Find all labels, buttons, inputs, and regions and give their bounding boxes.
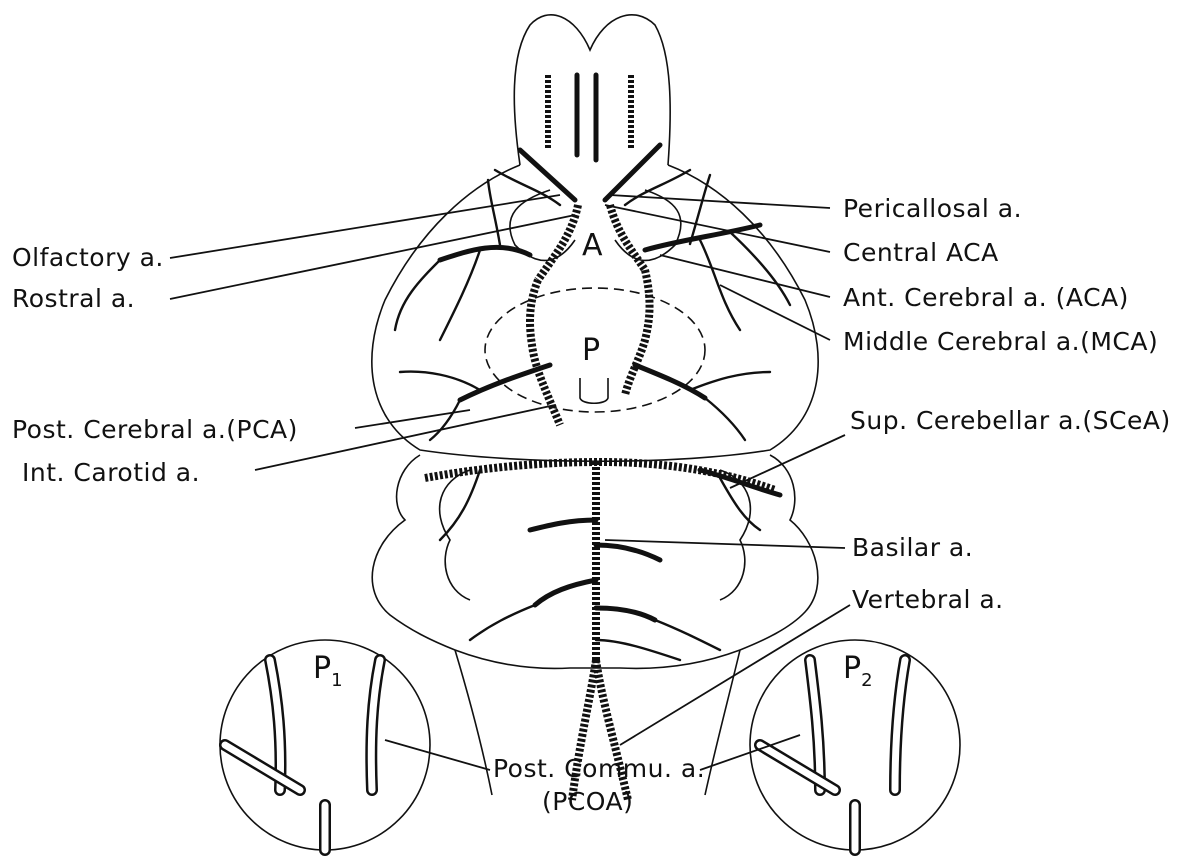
pca-left-b2 <box>430 400 460 440</box>
inset-p2-label: P2 <box>843 651 873 691</box>
leader-pericallosal <box>610 195 830 208</box>
label-ant-cerebral: Ant. Cerebral a. (ACA) <box>843 283 1129 312</box>
mca-right-b3 <box>690 175 710 244</box>
pca-right <box>635 365 705 398</box>
label-sup-cerebellar: Sup. Cerebellar a.(SCeA) <box>850 406 1171 435</box>
mca-left-main <box>440 247 530 260</box>
cerebellar-b5 <box>596 640 680 660</box>
inset-p1: P1 <box>220 640 430 850</box>
label-olfactory: Olfactory a. <box>12 243 164 272</box>
leader-post-commu-left <box>385 740 490 770</box>
region-a-label: A <box>582 228 603 263</box>
label-middle-cerebral: Middle Cerebral a.(MCA) <box>843 327 1158 356</box>
olfactory-bulb-outline <box>514 15 670 165</box>
brainstem-line-right <box>705 650 740 795</box>
cerebellar-b1 <box>530 520 596 530</box>
cerebellar-b4 <box>596 608 655 620</box>
vessels <box>395 75 790 800</box>
cerebellar-b7 <box>655 620 720 650</box>
branch-ul <box>520 150 575 200</box>
mca-left-b3 <box>488 180 500 245</box>
mca-left-b1 <box>440 250 480 340</box>
ring-left <box>530 280 560 425</box>
label-post-commu-abbr: (PCOA) <box>542 787 633 816</box>
inset-p2: P2 <box>750 640 960 850</box>
cerebellar-b3 <box>535 580 596 605</box>
leader-int-carotid <box>255 405 555 470</box>
cerebellum-lobe-right <box>720 470 750 600</box>
label-vertebral: Vertebral a. <box>852 585 1004 614</box>
cerebrum-outline <box>372 165 818 461</box>
scea-left-b1 <box>440 470 480 540</box>
pca-right-b1 <box>690 372 770 390</box>
leader-rostral <box>170 215 575 299</box>
pca-left-b1 <box>400 372 480 390</box>
label-pericallosal: Pericallosal a. <box>843 194 1022 223</box>
cerebellar-b6 <box>470 605 535 640</box>
label-basilar: Basilar a. <box>852 533 973 562</box>
inset-p1-label: P1 <box>313 651 343 691</box>
inset-p1-vessel-3-in <box>225 745 300 790</box>
region-p-label: P <box>582 333 600 368</box>
leader-central-aca <box>605 205 830 252</box>
leader-post-cerebral <box>355 410 470 428</box>
label-int-carotid: Int. Carotid a. <box>22 458 200 487</box>
cerebellar-b2 <box>596 545 660 560</box>
infundibulum <box>580 378 608 403</box>
label-post-cerebral: Post. Cerebral a.(PCA) <box>12 415 298 444</box>
label-rostral: Rostral a. <box>12 284 135 313</box>
pca-right-b2 <box>705 398 745 440</box>
brainstem-line-left <box>455 650 492 795</box>
label-central-aca: Central ACA <box>843 238 999 267</box>
leader-ant-cerebral <box>660 255 830 297</box>
label-post-commu: Post. Commu. a. <box>493 754 705 783</box>
pca-left <box>460 365 550 400</box>
ring-right <box>625 270 650 395</box>
leader-sup-cerebellar <box>730 435 845 488</box>
